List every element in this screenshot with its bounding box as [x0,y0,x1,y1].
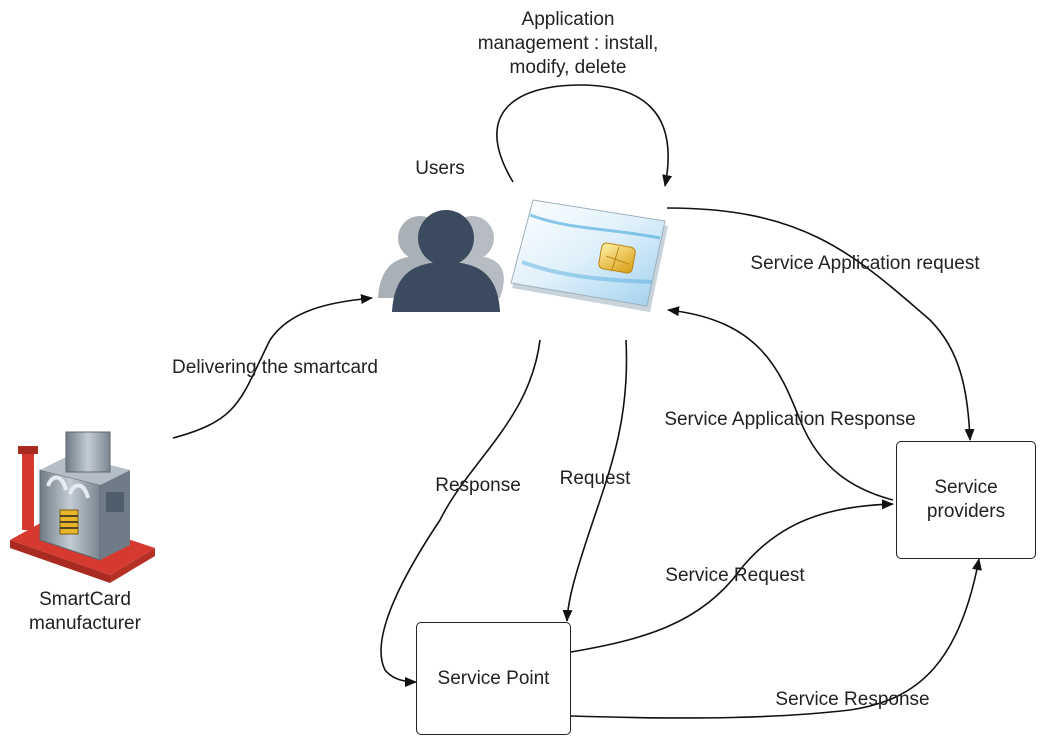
users-group-icon [378,210,504,312]
service-providers-node[interactable]: Service providers [896,441,1036,559]
service-application-request-label: Service Application request [750,253,980,274]
service-response-label: Service Response [775,689,930,710]
service-request-label: Service Request [665,565,805,586]
service-point-node[interactable]: Service Point [416,622,571,735]
service-application-response-label: Service Application Response [664,409,916,430]
service-application-request-arrow [666,207,975,441]
smartcard-chip-icon [510,199,668,312]
delivering-smartcard-label: Delivering the smartcard [172,357,378,378]
request-arrow [562,339,628,622]
factory-icon [10,431,155,583]
app-management-label: Application management : install, modify… [477,9,659,78]
users-label: Users [415,158,465,179]
response-label: Response [435,475,521,496]
request-label: Request [559,468,631,489]
service-providers-label: Service providers [926,477,1006,522]
smartcard-manufacturer-label: SmartCard manufacturer [29,589,141,634]
service-point-label: Service Point [437,667,550,689]
response-arrow [380,339,541,687]
app-management-loop-arrow [496,84,673,187]
delivering-smartcard-arrow [172,294,373,439]
service-application-response-arrow [667,306,894,501]
service-request-arrow [570,499,894,653]
service-response-arrow [570,558,982,719]
